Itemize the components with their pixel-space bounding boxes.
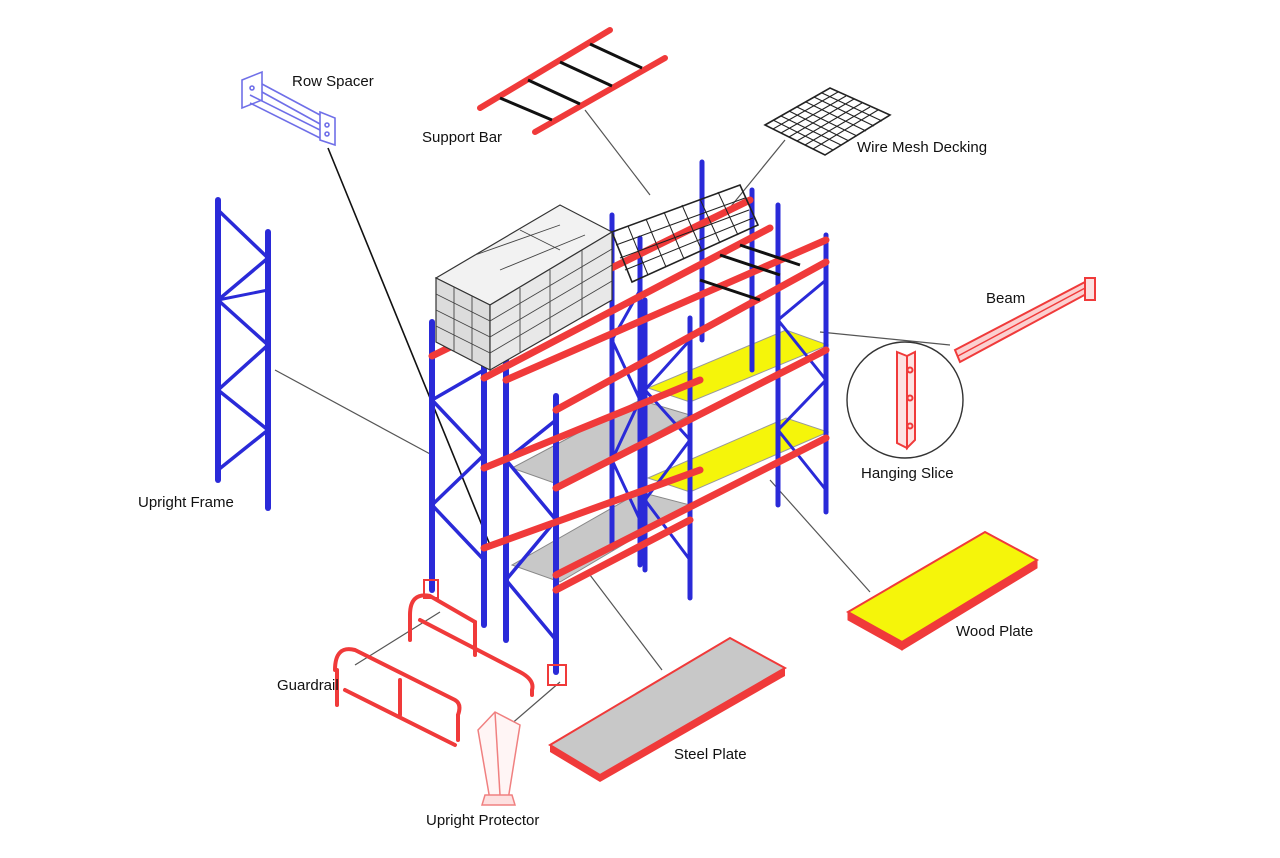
wire-mesh-icon [763,87,892,156]
label-row-spacer: Row Spacer [292,73,374,90]
leader-lines [274,109,951,739]
leader-wood-plate [769,479,871,593]
leader-upright-frame [274,369,433,456]
leader-row-spacer [327,147,491,546]
row-spacer-icon [241,70,336,147]
beam-l3-front [480,376,704,472]
label-wire-mesh-decking: Wire Mesh Decking [857,139,988,156]
label-guardrail: Guardrail [277,677,339,694]
support-bar-installed-1 [699,278,761,302]
leader-support-bar [584,109,651,196]
label-wood-plate: Wood Plate [956,623,1034,640]
upright-back-brace-1 [610,288,642,522]
support-bar-installed-2 [719,253,781,277]
upright-protector-installed [423,579,567,686]
support-bar-icon [477,27,668,135]
beam-l4-back [552,434,830,579]
leader-beam [819,331,951,346]
support-bar-installed-3 [739,243,801,267]
label-upright-frame: Upright Frame [138,494,234,511]
beam-l3-back [552,346,830,492]
leader-steel-plate [589,574,663,671]
upright-frame-icon [215,197,271,511]
label-beam: Beam [986,290,1026,307]
leader-wire-mesh [727,139,786,211]
upright-protector-icon [477,711,521,806]
wire-mesh-installed [610,183,760,284]
beam-l2-front [502,236,830,384]
label-hanging-slice: Hanging Slice [861,465,954,482]
label-support-bar: Support Bar [422,129,503,146]
label-upright-protector: Upright Protector [426,812,540,829]
upright-back-brace-2 [775,278,828,492]
beam-l4-front [480,466,704,552]
wood-plate-icon [845,530,1040,651]
rack-assembly [408,159,830,697]
boxes-stack [434,204,614,372]
upright-front-brace-1 [429,368,487,562]
guardrail-icon [333,647,462,747]
steel-plate-icon [548,636,788,782]
beam-top-back [480,224,774,382]
hanging-slice-icon [846,341,964,459]
beam-l5-back [552,516,694,594]
guardrail-installed [408,593,535,697]
label-steel-plate: Steel Plate [674,746,747,763]
beam-l2-back [552,258,830,414]
